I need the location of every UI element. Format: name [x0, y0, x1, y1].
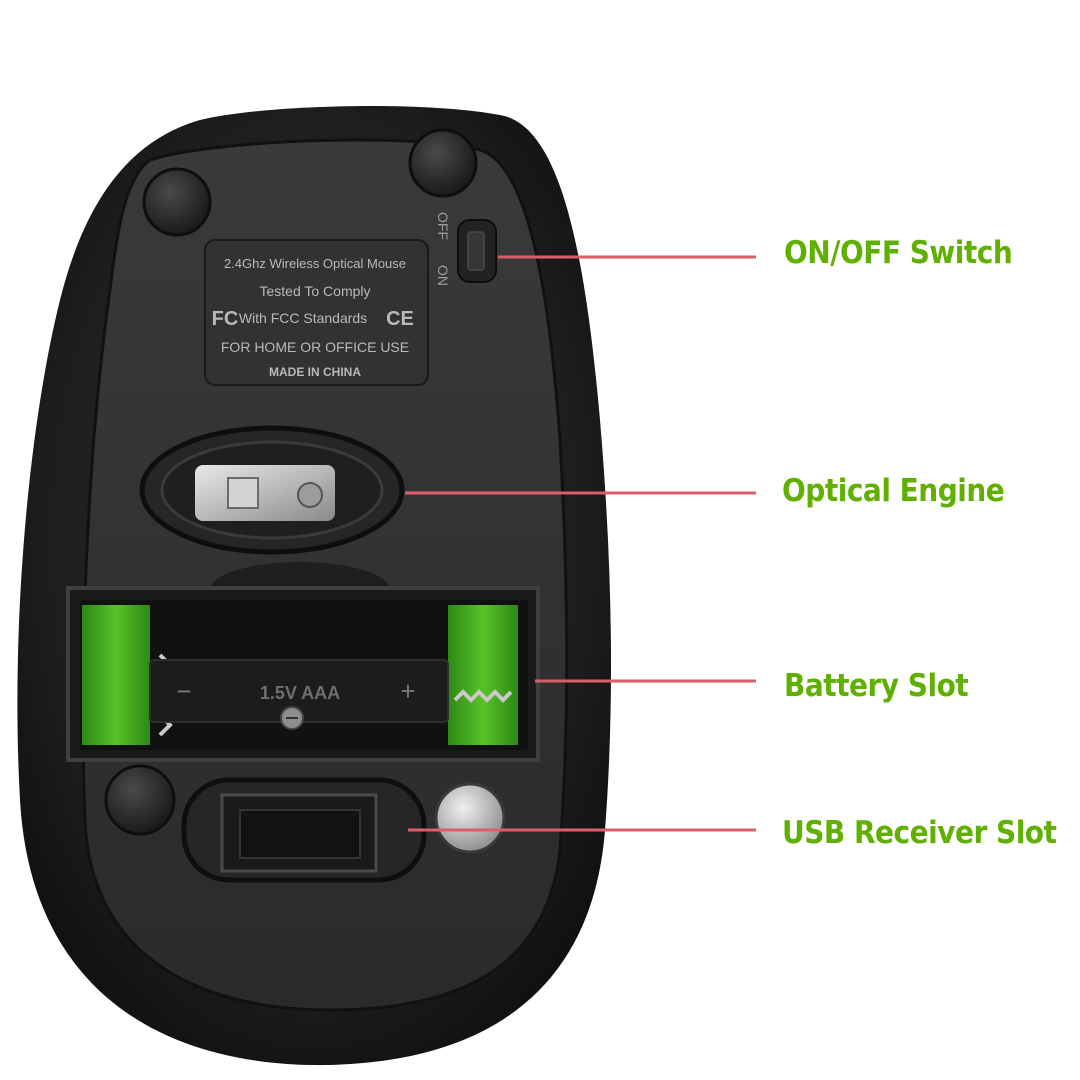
sticker-line-1: 2.4Ghz Wireless Optical Mouse — [224, 256, 406, 271]
bottom-left-foot — [104, 764, 176, 836]
sticker-line-3: With FCC Standards — [239, 310, 367, 326]
battery-contact-left — [82, 605, 150, 745]
switch-on-label: ON — [435, 265, 451, 286]
switch-off-label: OFF — [435, 212, 451, 240]
callout-on-off-switch: ON/OFF Switch — [784, 234, 1013, 271]
switch-slider — [467, 231, 485, 271]
callout-usb-receiver-slot: USB Receiver Slot — [782, 814, 1057, 851]
sticker-line-4: FOR HOME OR OFFICE USE — [221, 339, 409, 355]
top-right-foot — [408, 128, 478, 198]
sticker-line-5: MADE IN CHINA — [269, 365, 361, 379]
fcc-mark: FC — [212, 308, 239, 330]
ce-mark: CE — [386, 308, 414, 330]
optical-sensor-lens — [297, 482, 323, 508]
battery-minus: − — [176, 676, 191, 706]
callout-optical-engine: Optical Engine — [782, 472, 1005, 509]
battery-marking: 1.5V AAA — [260, 683, 340, 703]
optical-sensor-part — [227, 477, 259, 509]
top-left-foot — [142, 167, 212, 237]
sticker-line-2: Tested To Comply — [259, 283, 370, 299]
battery-contact-right — [448, 605, 518, 745]
callout-battery-slot: Battery Slot — [784, 667, 969, 704]
spring-right — [453, 689, 513, 703]
bottom-right-foot — [434, 782, 506, 854]
compliance-sticker — [204, 239, 429, 386]
battery-plus: + — [400, 676, 415, 706]
usb-slot-inner — [239, 809, 361, 859]
